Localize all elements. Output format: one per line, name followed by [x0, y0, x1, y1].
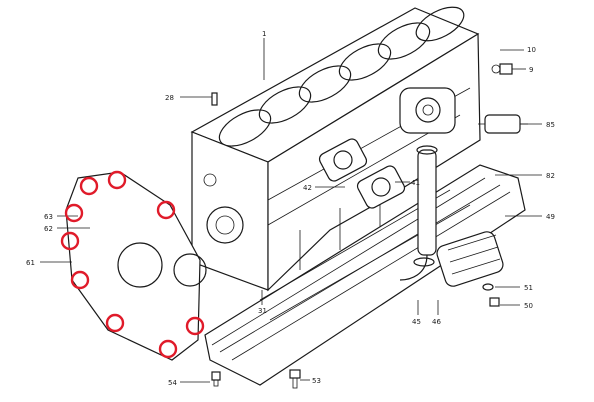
label-10: 10: [527, 46, 536, 54]
part-54-bolt: [211, 371, 221, 387]
label-28: 28: [165, 94, 174, 102]
label-50: 50: [524, 302, 533, 310]
part-labels: 1 10 9 28 85 82 41 42 49 63 62 61 31 51 …: [26, 30, 555, 387]
label-53: 53: [312, 377, 321, 385]
label-46: 46: [432, 318, 441, 326]
oil-pipe: [399, 145, 438, 281]
highlight-circle: [105, 313, 125, 333]
label-51: 51: [524, 284, 533, 292]
label-42: 42: [303, 184, 312, 192]
part-50-bolt: [489, 297, 500, 307]
pump-housing: [399, 87, 456, 134]
label-85: 85: [546, 121, 555, 129]
oil-strainer: [436, 231, 504, 287]
label-9: 9: [529, 66, 533, 74]
label-41: 41: [411, 179, 420, 187]
label-82: 82: [546, 172, 555, 180]
highlight-circle: [107, 170, 127, 190]
highlight-circle: [64, 203, 84, 223]
highlight-circle: [70, 270, 90, 290]
label-54: 54: [168, 379, 177, 387]
label-45: 45: [412, 318, 421, 326]
part-9-plug: [491, 63, 513, 75]
label-31: 31: [258, 307, 267, 315]
part-28-pin: [211, 92, 218, 106]
label-62: 62: [44, 225, 53, 233]
label-63: 63: [44, 213, 53, 221]
part-51-washer: [482, 283, 494, 291]
rear-plate: [65, 171, 207, 361]
label-49: 49: [546, 213, 555, 221]
highlight-circle: [60, 231, 80, 251]
label-61: 61: [26, 259, 35, 267]
highlight-circles: [60, 170, 205, 359]
highlight-circle: [156, 200, 176, 220]
part-53-bolt: [289, 369, 301, 389]
label-1: 1: [262, 30, 266, 38]
leader-lines: [40, 38, 542, 383]
highlight-circle: [79, 176, 99, 196]
highlight-circle: [185, 316, 205, 336]
highlight-circle: [158, 339, 178, 359]
bearing-caps: [318, 138, 406, 209]
